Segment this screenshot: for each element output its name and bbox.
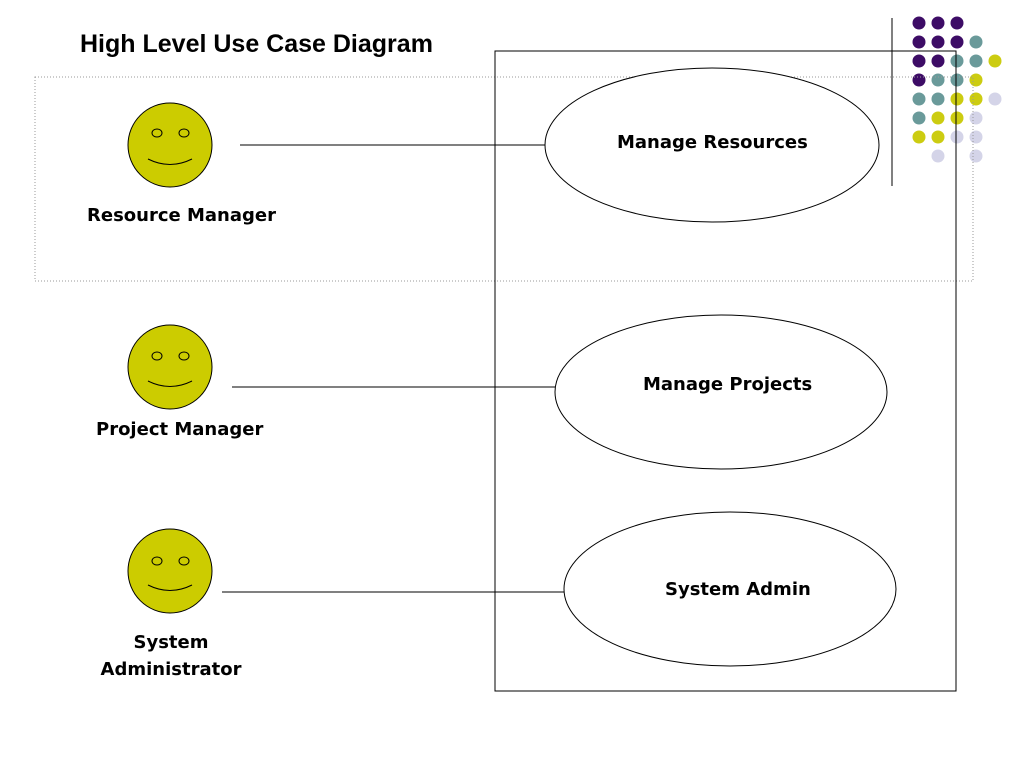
- actor-label-project-manager: Project Manager: [96, 419, 264, 440]
- decorative-dot: [969, 73, 983, 87]
- decorative-dot: [969, 54, 983, 68]
- use-case-label-manage-projects: Manage Projects: [643, 374, 813, 395]
- decorative-dot: [969, 149, 983, 163]
- decorative-dot: [950, 111, 964, 125]
- use-case-manage-projects: [554, 314, 888, 470]
- use-case-label-manage-resources: Manage Resources: [617, 132, 808, 153]
- decorative-dot: [950, 16, 964, 30]
- decorative-dot: [950, 73, 964, 87]
- decorative-dot: [969, 35, 983, 49]
- use-case-system-admin: [563, 511, 897, 667]
- decorative-dot: [931, 35, 945, 49]
- decorative-dot: [912, 73, 926, 87]
- actor-label-system-administrator: System Administrator: [100, 632, 242, 680]
- decorative-dot: [931, 54, 945, 68]
- decorative-dot: [912, 35, 926, 49]
- decorative-dot: [950, 130, 964, 144]
- decorative-dot: [931, 92, 945, 106]
- page-title: High Level Use Case Diagram: [80, 30, 433, 58]
- smiley-face-icon: [127, 528, 213, 614]
- decorative-dot: [931, 16, 945, 30]
- decorative-dot: [931, 73, 945, 87]
- decorative-dot: [912, 130, 926, 144]
- decorative-dot: [988, 54, 1002, 68]
- decorative-dot: [912, 54, 926, 68]
- decorative-dot: [931, 111, 945, 125]
- use-case-label-system-admin: System Admin: [665, 579, 811, 600]
- actor-label-resource-manager: Resource Manager: [87, 205, 276, 226]
- dotted-highlight-frame: [34, 76, 974, 282]
- decorative-dot: [931, 149, 945, 163]
- system-boundary: [494, 50, 957, 692]
- decorative-dot: [912, 111, 926, 125]
- decorative-dot: [969, 111, 983, 125]
- decorative-dot: [912, 16, 926, 30]
- decorative-dot: [988, 92, 1002, 106]
- decorative-dot: [969, 130, 983, 144]
- decorative-dot: [969, 92, 983, 106]
- smiley-face-icon: [127, 102, 213, 188]
- decorative-dot: [950, 54, 964, 68]
- use-case-manage-resources: [544, 67, 880, 223]
- decorative-dot: [912, 92, 926, 106]
- decorative-dot: [950, 92, 964, 106]
- decorative-dot: [931, 130, 945, 144]
- smiley-face-icon: [127, 324, 213, 410]
- decorative-dot: [950, 35, 964, 49]
- decorative-dot-grid: [912, 16, 1002, 163]
